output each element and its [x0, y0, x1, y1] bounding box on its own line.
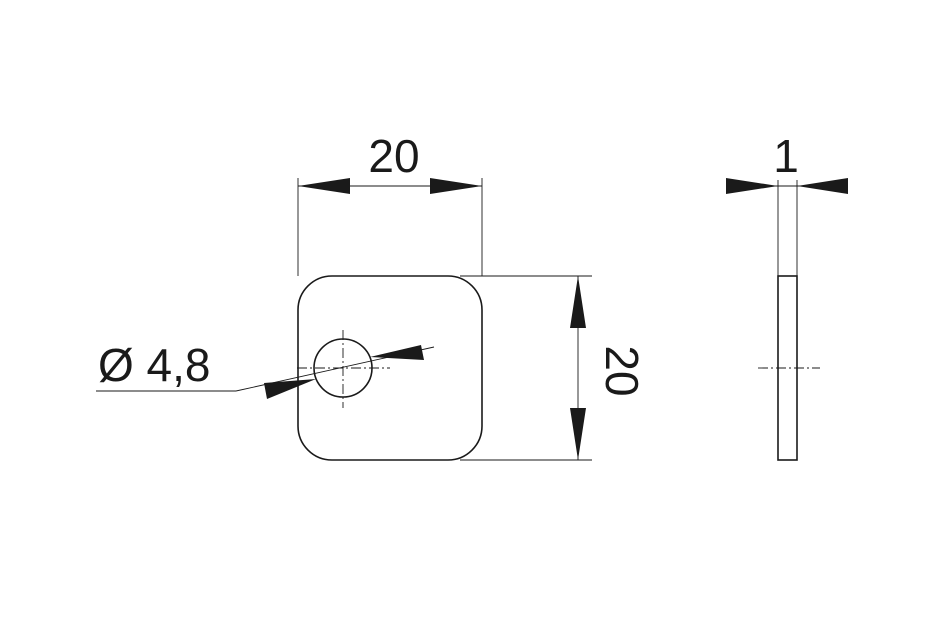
height-arrow-top: [570, 276, 586, 328]
front-view: [297, 275, 483, 461]
height-arrow-bottom: [570, 408, 586, 460]
diameter-arrow-right: [370, 345, 424, 360]
hole-diameter-dimension: [96, 345, 435, 399]
width-dimension: [297, 178, 483, 276]
thickness-dimension: [726, 178, 848, 276]
height-dimension-label: 20: [596, 345, 648, 396]
thickness-dimension-label: 1: [773, 130, 799, 182]
hole-diameter-label: Ø 4,8: [98, 339, 211, 391]
width-arrow-right: [430, 178, 482, 194]
width-dimension-label: 20: [368, 130, 419, 182]
height-dimension: [460, 275, 592, 461]
thickness-arrow-right: [797, 178, 848, 194]
diameter-arrow-left: [264, 379, 316, 399]
thickness-arrow-left: [726, 178, 778, 194]
width-arrow-left: [298, 178, 350, 194]
side-view: [758, 275, 820, 461]
